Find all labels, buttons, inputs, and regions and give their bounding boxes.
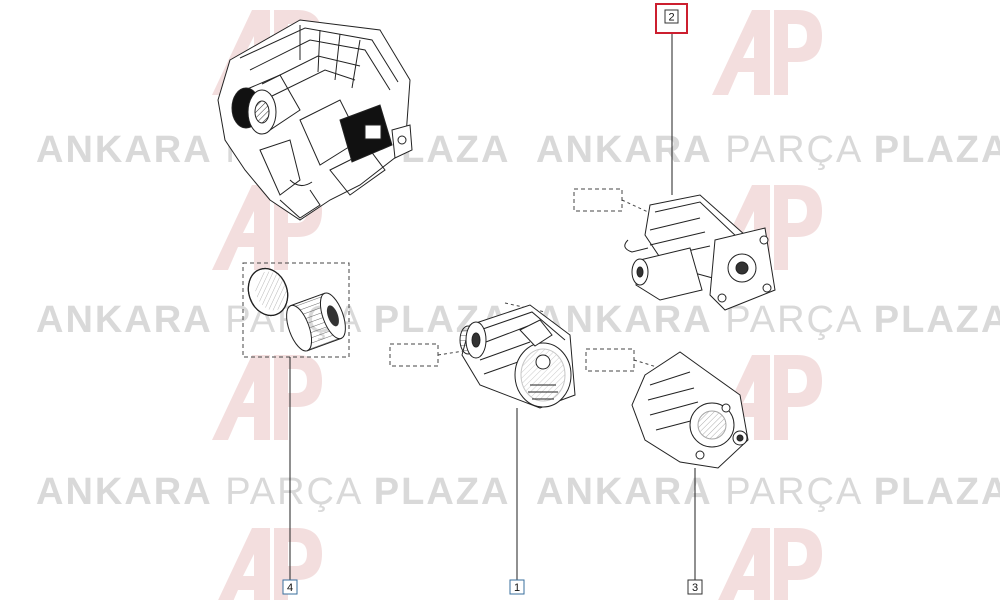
alternator-illustration [389,302,576,580]
callout-number: 2 [668,12,674,24]
watermark-text: ANKARA PARÇA PLAZA [536,299,1000,341]
callout-number: 4 [287,582,293,594]
callout-number: 1 [514,582,520,594]
vacuum-pump-illustration [585,348,749,580]
callout-2[interactable]: 2 [655,3,688,34]
engine-illustration [217,19,413,221]
callout-number: 3 [692,582,698,594]
callout-3[interactable]: 3 [687,579,703,595]
watermark-text: ANKARA PARÇA PLAZA [536,471,1000,513]
watermark-text: ANKARA PARÇA PLAZA [536,129,1000,171]
watermark: ANKARA PARÇA PLAZA ANKARA PARÇA PLAZA AN… [36,10,1000,600]
pulley-wheel [286,292,346,352]
watermark-text: ANKARA PARÇA PLAZA [36,471,510,513]
alternator-pulley-illustration [242,262,350,580]
callout-1[interactable]: 1 [509,579,525,595]
pulley-cap [247,267,289,317]
watermark-logo [212,10,822,600]
callout-4[interactable]: 4 [282,579,298,595]
starter-motor-illustration [573,33,776,311]
